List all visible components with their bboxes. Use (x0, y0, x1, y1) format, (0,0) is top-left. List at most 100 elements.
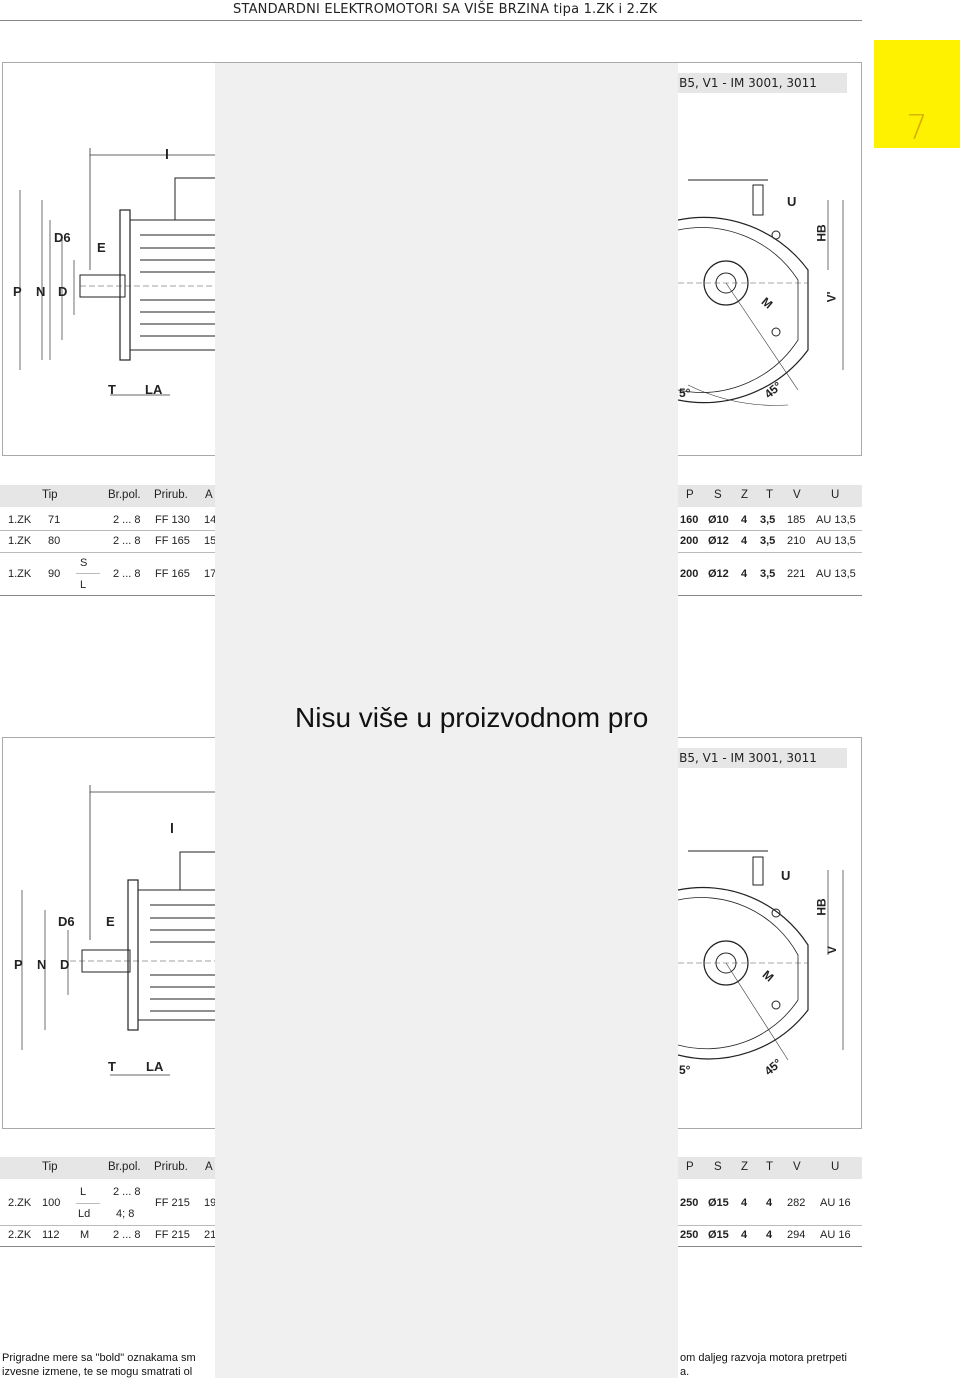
t2-col-prirub: Prirub. (154, 1161, 188, 1173)
t1-r0-prirub: FF 130 (155, 514, 190, 526)
d2-label-d: D (60, 957, 70, 972)
t2-r1-series: 2.ZK (8, 1229, 32, 1241)
t2-r1-size: 112 (42, 1229, 60, 1241)
t1-r1-size: 80 (48, 535, 61, 547)
t1-r2-sub-bot: L (80, 579, 87, 591)
t2-r0-sub-bot: Ld (78, 1208, 91, 1220)
d2-label-u: U (781, 868, 791, 883)
t2-r1-t: 4 (766, 1229, 773, 1241)
d1-label-angle-left: 5° (679, 386, 691, 400)
t1-r0-u: AU 13,5 (816, 514, 856, 526)
t1-r2-v: 221 (787, 568, 806, 580)
drawing-2-banner-text: M B5, V1 - IM 3001, 3011 (665, 751, 817, 765)
chapter-tab[interactable]: 7 (874, 40, 960, 148)
drawing-1-banner-text: M B5, V1 - IM 3001, 3011 (665, 76, 817, 90)
d2-label-t: T (108, 1059, 116, 1074)
t1-col-brpol: Br.pol. (108, 489, 141, 501)
page-header-title: STANDARDNI ELEKTROMOTORI SA VIŠE BRZINA … (233, 2, 658, 17)
t1-r0-size: 71 (48, 514, 61, 526)
d2-label-p: P (14, 957, 23, 972)
t1-r0-v: 185 (787, 514, 806, 526)
t1-r1-t: 3,5 (760, 535, 776, 547)
t1-r2-prirub: FF 165 (155, 568, 190, 580)
t1-r0-series: 1.ZK (8, 514, 32, 526)
t1-r0-z: 4 (741, 514, 748, 526)
t1-r2-s: Ø12 (708, 568, 729, 580)
d2-label-n: N (37, 957, 47, 972)
d2-label-d6: D6 (58, 914, 75, 929)
d1-label-e: E (97, 240, 106, 255)
t1-r2-series: 1.ZK (8, 568, 32, 580)
t1-r0-s: Ø10 (708, 514, 729, 526)
drawing-2-banner: M B5, V1 - IM 3001, 3011 (665, 748, 847, 768)
d2-label-e: E (106, 914, 115, 929)
t2-r1-p: 250 (680, 1229, 699, 1241)
t1-col-tip: Tip (42, 489, 58, 501)
t1-col-z: Z (741, 489, 749, 501)
t1-r1-s: Ø12 (708, 535, 729, 547)
t2-r0-sub-top: L (80, 1186, 87, 1198)
t2-col-s: S (714, 1161, 722, 1173)
t2-r0-a: 19 (204, 1197, 217, 1209)
motor-side-view-2 (21, 785, 220, 1076)
t2-r0-brpol-top: 2 ... 8 (113, 1186, 141, 1198)
t1-r1-p: 200 (680, 535, 699, 547)
t1-r1-a: 15 (204, 535, 217, 547)
t2-r1-brpol: 2 ... 8 (113, 1229, 141, 1241)
t1-col-prirub: Prirub. (154, 489, 188, 501)
t2-r1-prirub: FF 215 (155, 1229, 190, 1241)
t1-r1-series: 1.ZK (8, 535, 32, 547)
d2-label-l: l (170, 820, 174, 836)
t2-col-v: V (793, 1161, 801, 1173)
footer-note-line2-left: izvesne izmene, te se mogu smatrati ol (2, 1366, 193, 1378)
t1-r2-a: 17 (204, 568, 217, 580)
t2-r1-u: AU 16 (820, 1229, 851, 1241)
t2-col-brpol: Br.pol. (108, 1161, 141, 1173)
t1-r2-t: 3,5 (760, 568, 776, 580)
d1-label-p: P (13, 284, 22, 299)
t1-r1-prirub: FF 165 (155, 535, 190, 547)
t1-r2-p: 200 (680, 568, 699, 580)
t1-r1-u: AU 13,5 (816, 535, 856, 547)
motor-end-view-2 (678, 850, 844, 1061)
t2-r1-v: 294 (787, 1229, 806, 1241)
footer-note-line1-right: om daljeg razvoja motora pretrpeti (680, 1352, 847, 1364)
t2-r1-z: 4 (741, 1229, 748, 1241)
t2-col-a: A (205, 1161, 213, 1173)
discontinued-notice: Nisu više u proizvodnom pro (295, 702, 649, 733)
t1-r2-brpol: 2 ... 8 (113, 568, 141, 580)
t2-r1-a: 21 (204, 1229, 217, 1241)
t2-col-tip: Tip (42, 1161, 58, 1173)
t2-r0-u: AU 16 (820, 1197, 851, 1209)
t1-r2-u: AU 13,5 (816, 568, 856, 580)
t1-sub-divider (76, 573, 100, 574)
t2-col-t: T (766, 1161, 774, 1173)
d1-label-la: LA (145, 382, 163, 397)
d2-label-v: V (825, 945, 840, 955)
d1-label-u: U (787, 194, 797, 209)
d2-label-la: LA (146, 1059, 164, 1074)
d1-label-d6: D6 (54, 230, 71, 245)
t2-r0-prirub: FF 215 (155, 1197, 190, 1209)
d1-label-t: T (108, 382, 116, 397)
t1-col-u: U (831, 489, 840, 501)
t2-r1-s: Ø15 (708, 1229, 729, 1241)
d1-label-hb: HB (814, 224, 829, 242)
t1-col-s: S (714, 489, 722, 501)
t1-r0-t: 3,5 (760, 514, 776, 526)
t1-col-t: T (766, 489, 774, 501)
t2-r0-series: 2.ZK (8, 1197, 32, 1209)
t2-col-u: U (831, 1161, 840, 1173)
t1-r0-p: 160 (680, 514, 699, 526)
d1-label-d: D (58, 284, 68, 299)
t1-r1-v: 210 (787, 535, 806, 547)
t1-r0-brpol: 2 ... 8 (113, 514, 141, 526)
header-rule (0, 20, 862, 21)
drawing-1-banner: M B5, V1 - IM 3001, 3011 (665, 73, 847, 93)
t2-col-z: Z (741, 1161, 749, 1173)
t1-r1-brpol: 2 ... 8 (113, 535, 141, 547)
t1-r2-size: 90 (48, 568, 61, 580)
t1-col-a: A (205, 489, 213, 501)
t1-r1-z: 4 (741, 535, 748, 547)
t1-r2-sub-top: S (80, 557, 88, 569)
